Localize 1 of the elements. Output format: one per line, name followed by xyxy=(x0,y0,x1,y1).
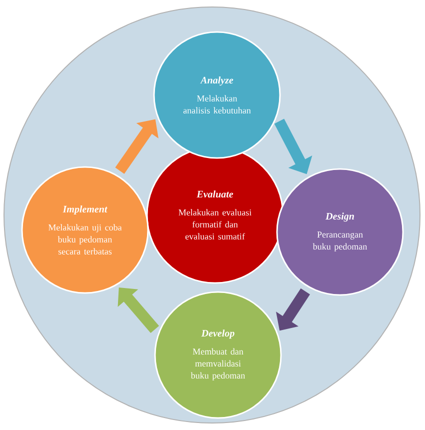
arrow xyxy=(118,288,160,333)
